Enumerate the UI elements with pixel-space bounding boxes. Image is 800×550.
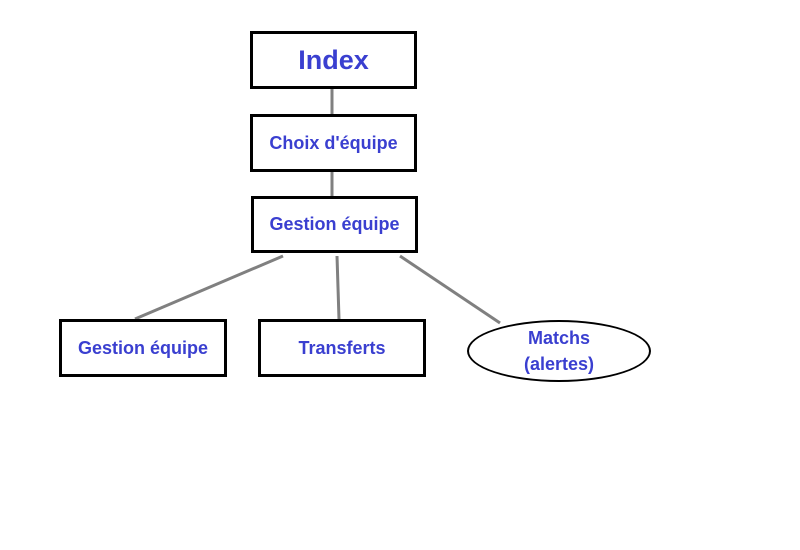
node-gestion-equipe-child: Gestion équipe <box>59 319 227 377</box>
node-matchs-label: Matchs <box>527 328 590 348</box>
node-gestion-equipe: Gestion équipe <box>251 196 418 253</box>
connector-gestion-transferts <box>335 255 341 320</box>
node-choix-equipe-label: Choix d'équipe <box>269 132 398 153</box>
node-transferts: Transferts <box>258 319 426 377</box>
connector-gestion-matchs <box>399 254 501 325</box>
node-gestion-equipe-label: Gestion équipe <box>269 214 400 234</box>
node-alertes-label: (alertes) <box>523 354 595 374</box>
node-choix-equipe: Choix d'équipe <box>250 114 417 172</box>
connector-gestion-gestion2 <box>134 254 284 321</box>
node-matchs-alertes: Matchs (alertes) <box>467 320 651 382</box>
node-index: Index <box>250 31 417 89</box>
node-transferts-label: Transferts <box>298 337 386 358</box>
node-index-label: Index <box>298 44 369 75</box>
node-gestion-equipe-child-label: Gestion équipe <box>77 337 209 358</box>
